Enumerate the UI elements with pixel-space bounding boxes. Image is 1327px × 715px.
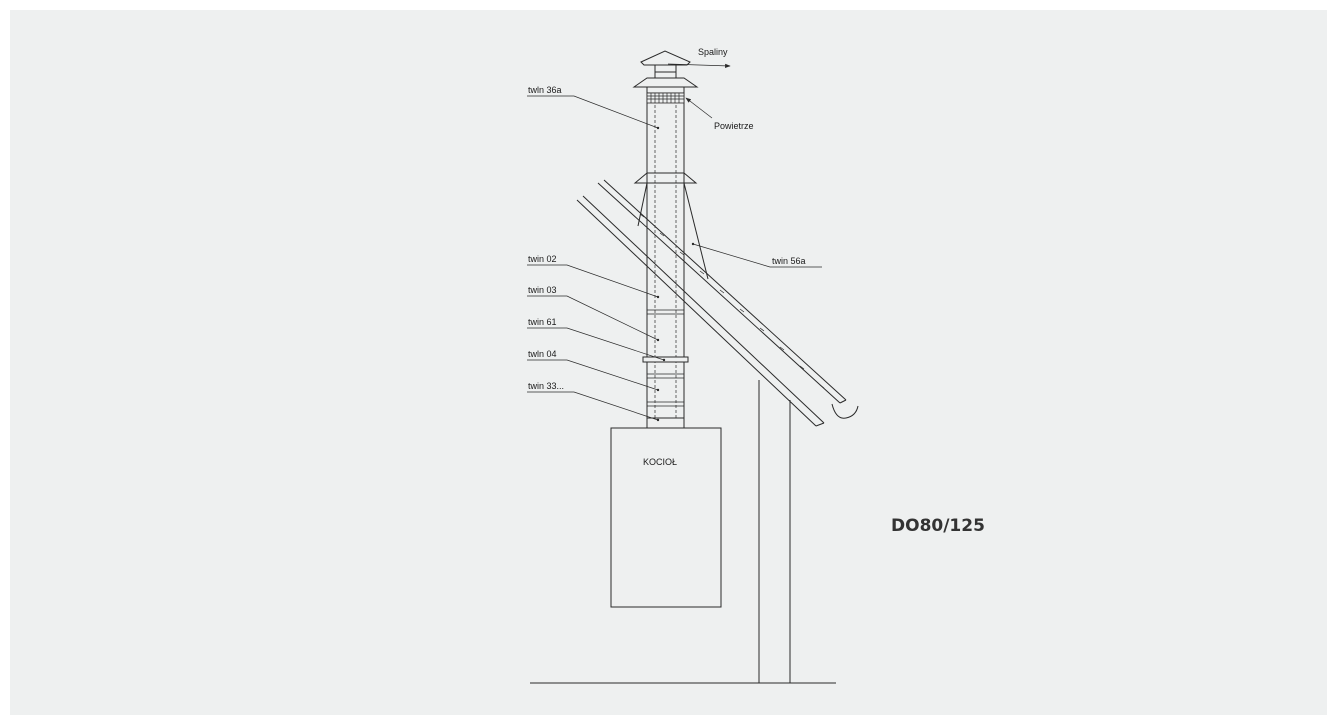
label-twin-02: twin 02 — [528, 254, 557, 264]
gutter — [831, 403, 859, 419]
label-twin-36a: twln 36a — [528, 85, 562, 95]
roof — [576, 179, 847, 427]
leader-lines — [527, 63, 822, 422]
label-twin-56a: twin 56a — [772, 256, 806, 266]
label-twin-04: twln 04 — [528, 349, 557, 359]
label-twin-61: twin 61 — [528, 317, 557, 327]
chimney-pipe — [646, 93, 685, 428]
label-powietrze: Powietrze — [714, 121, 754, 131]
terminal-cap — [632, 50, 699, 104]
label-spaliny: Spaliny — [698, 47, 728, 57]
label-kociol: KOCIOŁ — [643, 457, 677, 467]
boiler — [610, 417, 722, 608]
label-twin-03: twin 03 — [528, 285, 557, 295]
model-label: DO80/125 — [891, 516, 985, 536]
wall-support — [758, 380, 791, 683]
label-twin-33: twin 33... — [528, 381, 564, 391]
wall-bracket — [642, 356, 689, 363]
